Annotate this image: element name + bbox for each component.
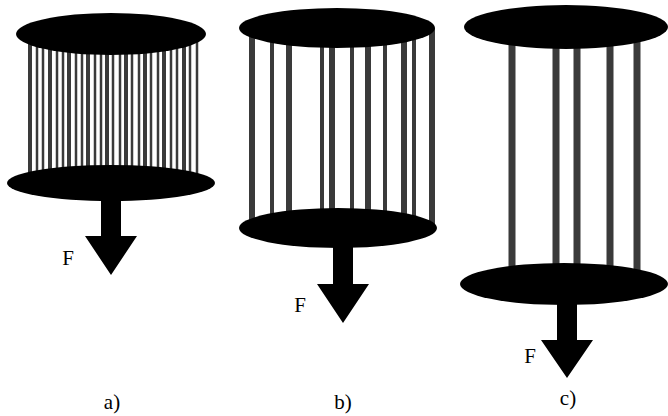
fiber (36, 30, 39, 184)
fiber (170, 30, 173, 184)
fiber (509, 28, 516, 284)
force-label: F (294, 295, 306, 316)
fiber (634, 28, 641, 284)
panel-label: b) (334, 392, 352, 413)
fiber (48, 30, 52, 184)
panel-label: a) (104, 392, 120, 413)
fiber (182, 30, 186, 184)
fiber (162, 30, 166, 184)
fiber (67, 30, 71, 184)
fiber (383, 28, 387, 228)
bottom-plate (460, 263, 668, 305)
fiber (365, 28, 371, 228)
fiber (62, 30, 65, 184)
force-label: F (524, 346, 536, 367)
fiber (607, 28, 614, 284)
top-plate (239, 8, 435, 48)
top-plate (464, 5, 668, 49)
force-label: F (62, 248, 74, 269)
force-arrow (541, 300, 593, 378)
bottom-plate (239, 208, 437, 248)
fiber (189, 30, 192, 184)
force-arrow (317, 244, 369, 323)
fiber (176, 30, 179, 184)
fiber (196, 30, 199, 184)
fiber (401, 28, 407, 228)
fiber (329, 28, 335, 228)
panel-label: c) (560, 388, 576, 409)
fiber (157, 30, 160, 184)
fiber (42, 30, 45, 184)
fiber (429, 28, 435, 228)
fiber (553, 28, 560, 284)
fiber (350, 28, 354, 228)
fiber (56, 30, 59, 184)
fiber (28, 30, 32, 184)
fiber (270, 28, 274, 228)
fiber (412, 28, 416, 228)
force-arrow (85, 195, 137, 275)
fiber (574, 28, 581, 284)
fiber (249, 28, 255, 228)
fiber (320, 28, 324, 228)
fiber (286, 28, 292, 228)
top-plate (16, 13, 206, 55)
